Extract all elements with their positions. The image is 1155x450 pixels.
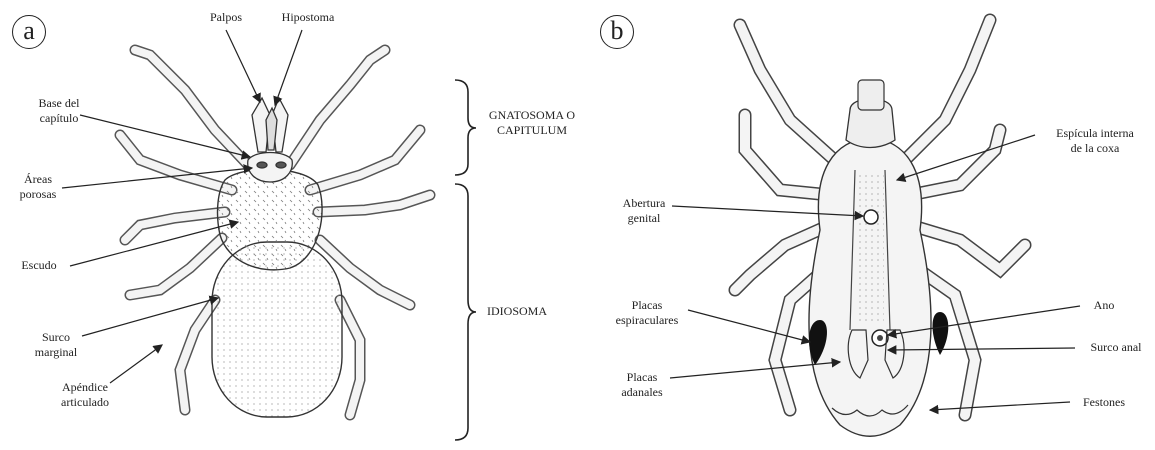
label-surco-anal: Surco anal [1078, 340, 1154, 355]
label-palpos: Palpos [196, 10, 256, 25]
label-escudo: Escudo [8, 258, 70, 273]
label-surco-marginal: Surco marginal [24, 330, 88, 360]
label-abertura-genital: Abertura genital [614, 196, 674, 226]
label-placas-espiraculares: Placas espiraculares [604, 298, 690, 328]
panel-b-badge: b [600, 15, 634, 49]
label-festones: Festones [1072, 395, 1136, 410]
label-idiosoma: IDIOSOMA [482, 304, 552, 319]
tick-ventral-drawing [735, 20, 1025, 436]
label-hipostoma: Hipostoma [268, 10, 348, 25]
label-apendice-articulado: Apéndice articulado [48, 380, 122, 410]
label-areas-porosas: Áreas porosas [8, 172, 68, 202]
tick-dorsal-drawing [120, 50, 430, 417]
bracket-idiosoma [455, 184, 476, 440]
label-placas-adanales: Placas adanales [612, 370, 672, 400]
label-gnatosoma: GNATOSOMA O CAPITULUM [482, 108, 582, 138]
bracket-gnatosoma [455, 80, 476, 175]
label-ano: Ano [1084, 298, 1124, 313]
panel-a-badge: a [12, 15, 46, 49]
label-espicula-coxa: Espícula interna de la coxa [1040, 126, 1150, 156]
label-base-capitulo: Base del capítulo [22, 96, 96, 126]
